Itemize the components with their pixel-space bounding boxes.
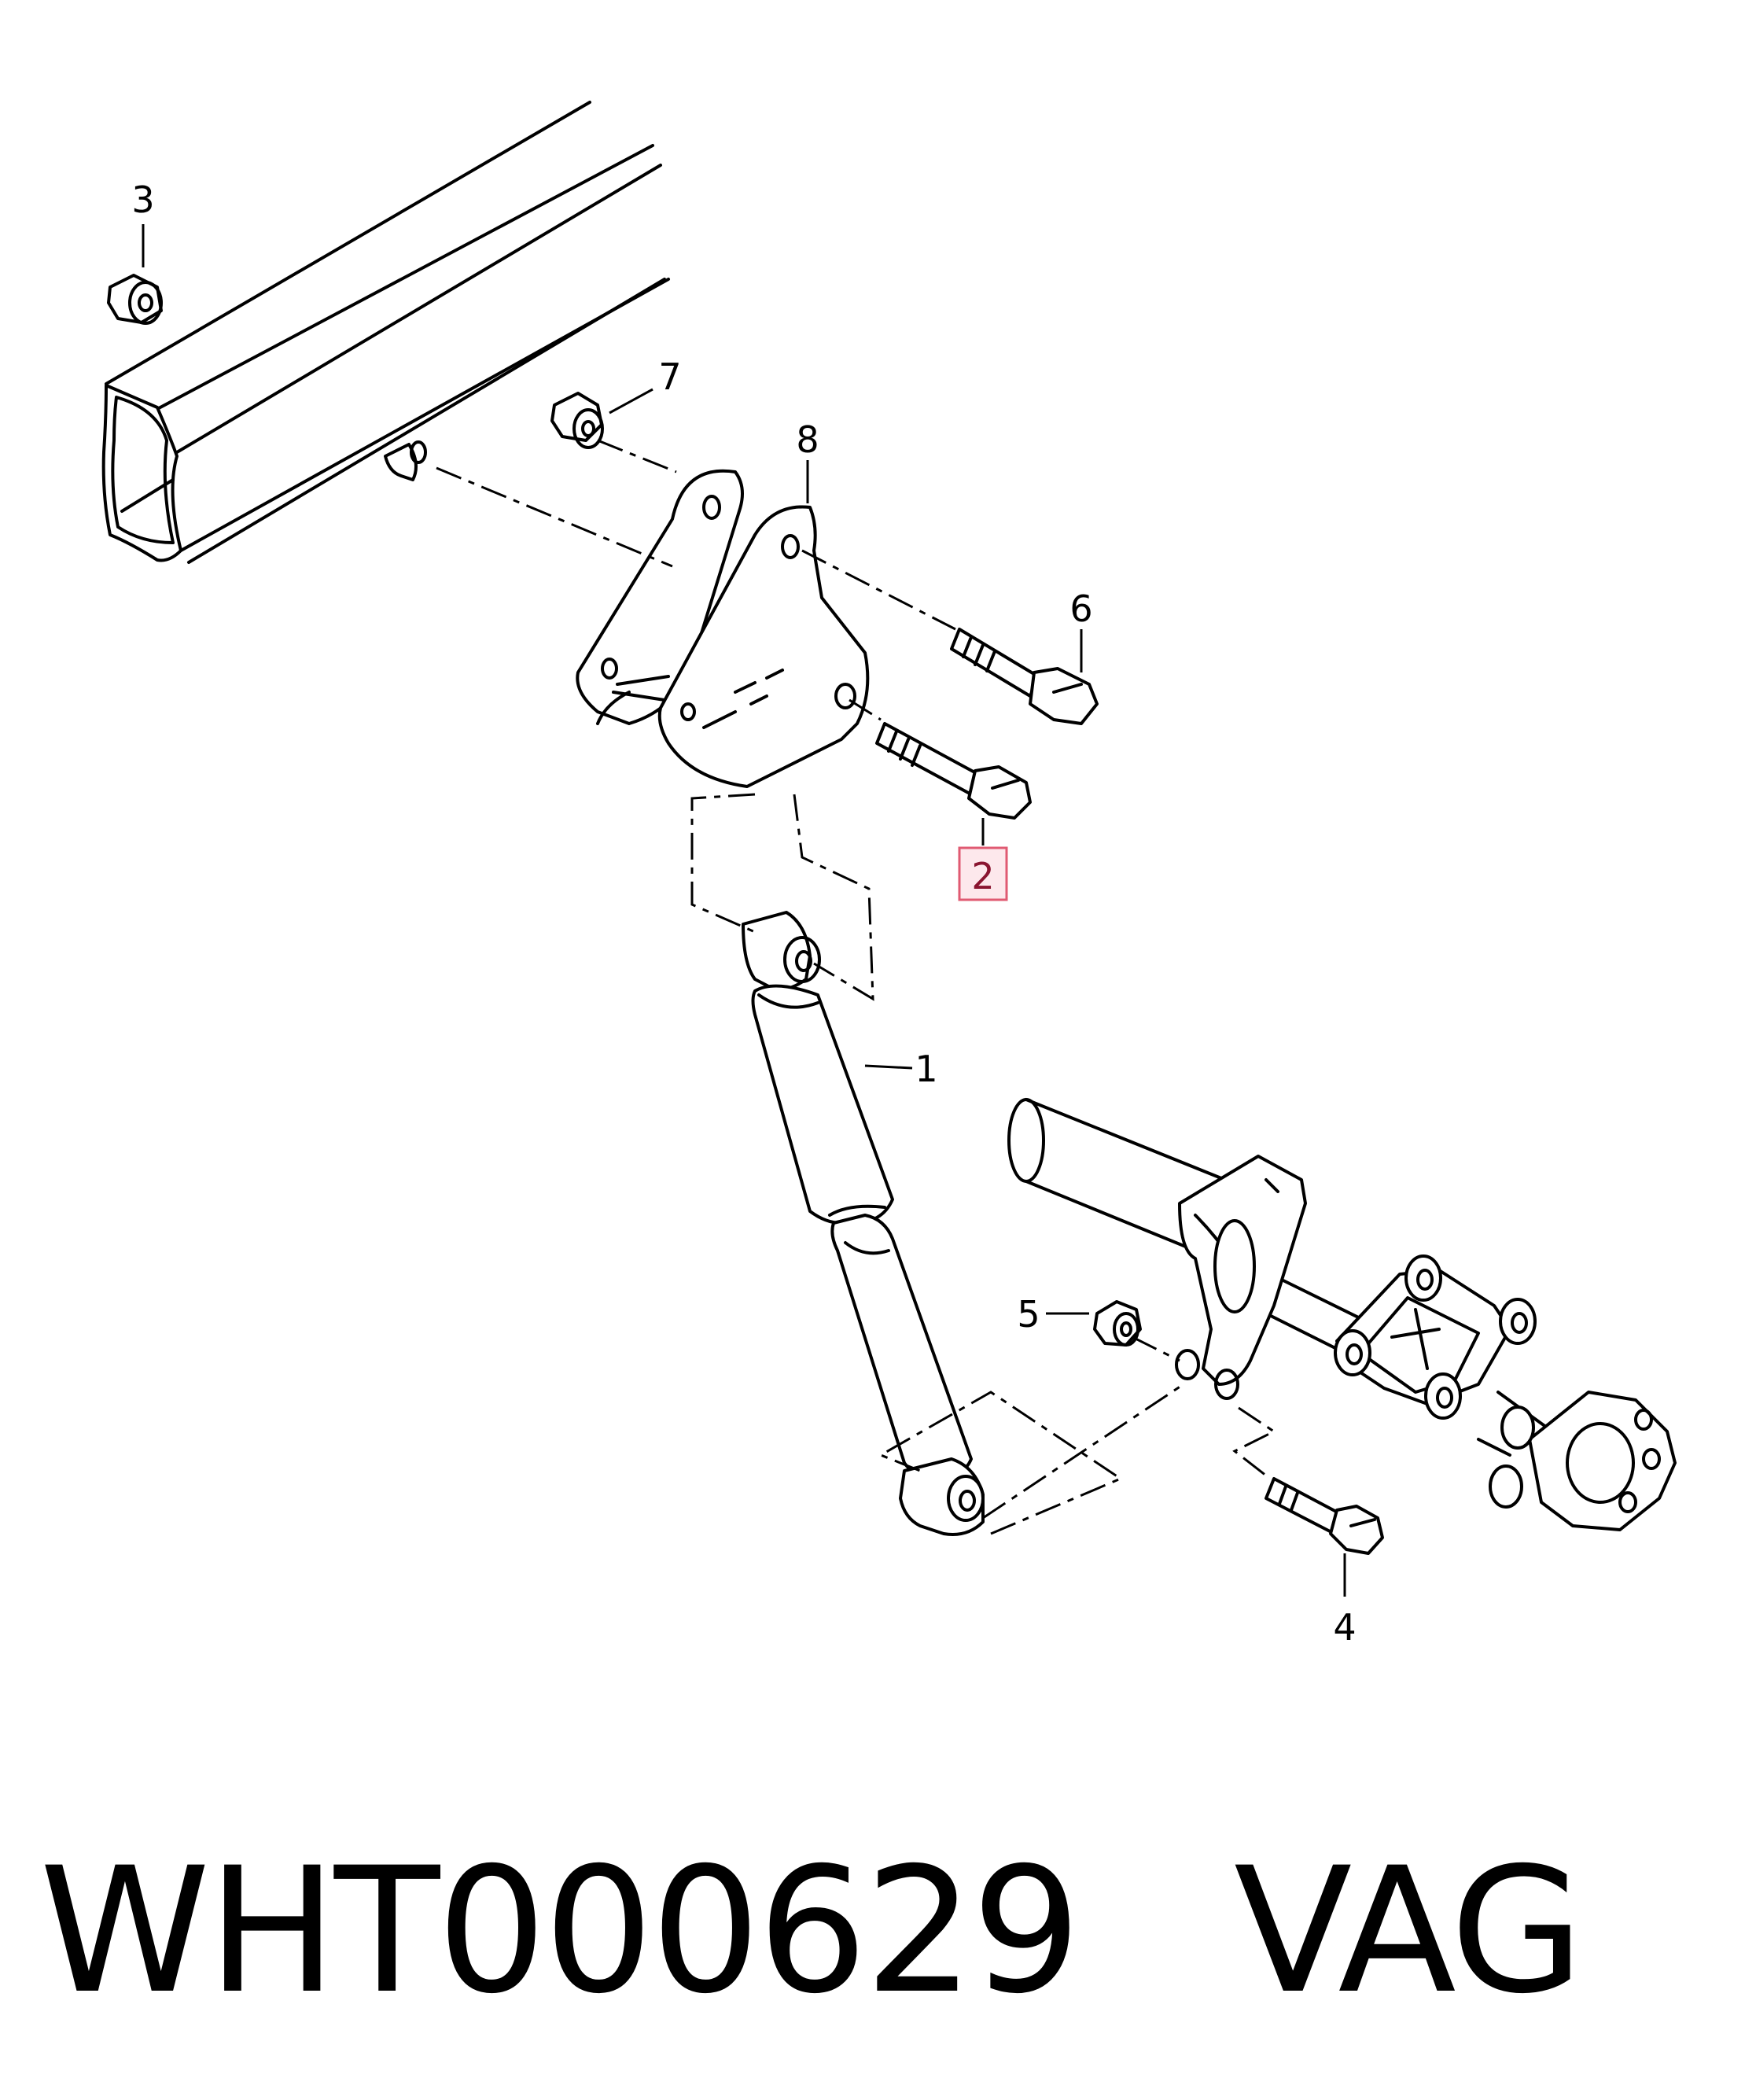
callout-7: 7 xyxy=(658,356,681,398)
callout-3: 3 xyxy=(131,179,154,221)
callout-labels: 3 7 8 6 2 1 5 4 xyxy=(131,179,1356,1649)
rear-axle xyxy=(1007,1098,1677,1531)
callout-leaders xyxy=(142,224,1346,1597)
bolt-2 xyxy=(875,722,1032,820)
callout-8: 8 xyxy=(796,418,819,461)
callout-4: 4 xyxy=(1333,1606,1356,1649)
nut-3 xyxy=(107,274,163,325)
frame-crossmember xyxy=(101,101,670,564)
callout-2-highlight-box xyxy=(958,846,1008,901)
shock-mount-bracket xyxy=(576,469,870,788)
bolt-6 xyxy=(950,628,1099,725)
nut-7 xyxy=(550,392,604,449)
callout-1: 1 xyxy=(915,1048,937,1090)
part-number-caption: WHT000629 VAG xyxy=(39,1830,1584,2032)
assembly-lines xyxy=(436,439,1276,1535)
bolt-4 xyxy=(1265,1477,1384,1555)
callout-6: 6 xyxy=(1069,588,1092,630)
shock-absorber xyxy=(742,911,985,1536)
callout-2[interactable]: 2 xyxy=(971,855,994,897)
callout-5: 5 xyxy=(1017,1293,1040,1336)
